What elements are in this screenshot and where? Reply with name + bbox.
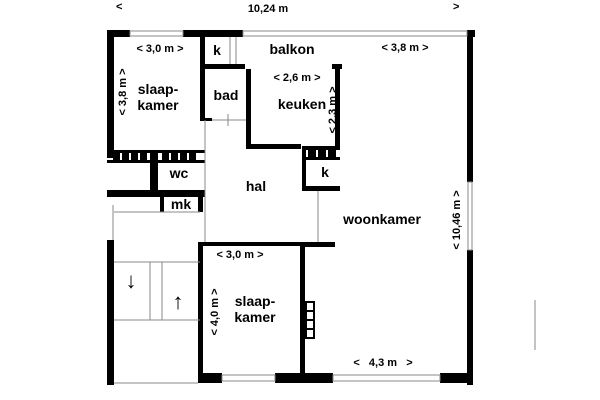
wall-block: [189, 153, 196, 160]
living-room-label: woonkamer: [342, 211, 421, 227]
wall-block: [122, 153, 129, 160]
total-depth-dimension: < 10,46 m >: [451, 190, 463, 249]
bedroom1-width-dimension: < 3,0 m >: [136, 43, 183, 55]
total-width-dimension: 10,24 m: [248, 3, 289, 15]
wall-block: [162, 153, 169, 160]
wall-block: [171, 153, 178, 160]
total-width-right-arrow: >: [453, 1, 459, 13]
wc-label: wc: [169, 165, 189, 181]
closet1-label: k: [213, 42, 221, 58]
wall-block: [318, 150, 326, 157]
wall-block: [308, 150, 316, 157]
stairs-up-arrow-icon: ↑: [173, 289, 184, 314]
stairs-down-arrow-icon: ↓: [126, 268, 137, 293]
fireplace: [305, 301, 315, 339]
balcony-right-dimension: < 3,8 m >: [381, 42, 428, 54]
kitchen-depth-dimension: < 2,3 m >: [327, 86, 339, 133]
wall-block: [131, 153, 138, 160]
total-width-left-arrow: <: [116, 1, 122, 13]
bedroom1-depth-dimension: < 3,8 m >: [117, 68, 129, 115]
bedroom2-depth-dimension: < 4,0 m >: [209, 288, 221, 335]
windows-and-thin-lines: [112, 30, 536, 384]
wall-block: [180, 153, 187, 160]
wall-block: [140, 153, 147, 160]
living-width-dimension: < 4,3 m >: [353, 357, 412, 369]
bedroom2-label-line1: slaap-: [235, 293, 276, 309]
kitchen-width-dimension: < 2,6 m >: [273, 72, 320, 84]
bathroom-label: bad: [214, 87, 239, 103]
hall-label: hal: [246, 178, 266, 194]
bedroom2-width-dimension: < 3,0 m >: [216, 249, 263, 261]
wall-block: [113, 153, 120, 160]
meter-cupboard-label: mk: [171, 196, 191, 212]
hatched-wall-blocks: [113, 69, 336, 160]
bedroom2-label-line2: kamer: [234, 309, 276, 325]
closet2-label: k: [321, 164, 329, 180]
kitchen-label: keuken: [278, 96, 326, 112]
bedroom1-label-line1: slaap-: [138, 81, 179, 97]
wall-block: [246, 69, 251, 149]
balcony-label: balkon: [269, 41, 314, 57]
wall-block: [328, 150, 336, 157]
bedroom1-label-line2: kamer: [137, 97, 179, 113]
